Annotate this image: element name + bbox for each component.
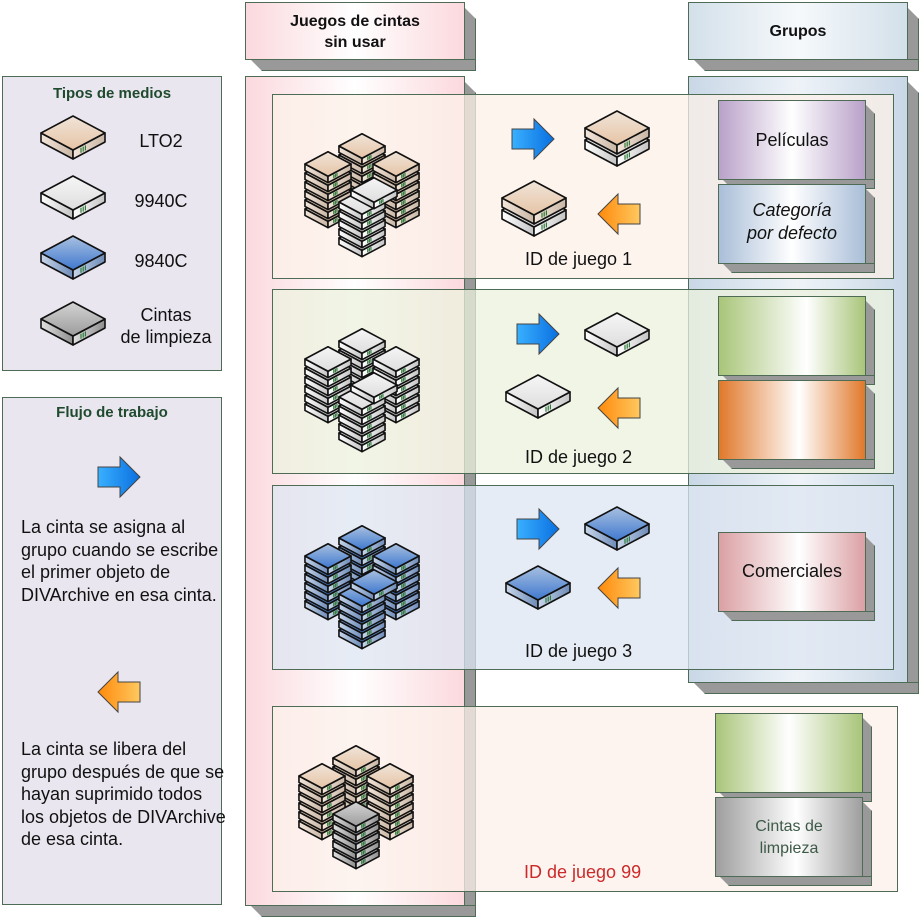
tape-lto2-shape	[366, 762, 414, 796]
arrow-left-orange-icon	[97, 670, 141, 714]
group-green[interactable]	[718, 296, 875, 385]
group-green-99[interactable]	[715, 713, 872, 802]
tape-9940c-shape	[40, 175, 106, 220]
assigned-tape-pair-icon	[584, 110, 650, 167]
arrow-left-shape	[97, 670, 141, 714]
tape-9940c-shape	[505, 374, 571, 419]
group-categoria-por-defecto[interactable]: Categoría por defecto	[718, 184, 875, 273]
release-arrow-icon	[597, 566, 641, 610]
assign-arrow-icon	[516, 507, 560, 551]
assign-arrow-icon	[511, 117, 555, 161]
tape-9840c-icon	[40, 235, 106, 280]
assigned-tape-icon	[584, 312, 650, 357]
arrow-right-shape	[516, 312, 560, 356]
group-peliculas[interactable]: Películas	[718, 100, 875, 189]
tape-lto2-shape	[332, 744, 380, 778]
tape-9940c-shape	[350, 176, 398, 210]
tape-lto2-shape	[501, 180, 567, 225]
workflow-title: Flujo de trabajo	[56, 404, 168, 421]
unused-sets-header: Juegos de cintas sin usar	[245, 2, 476, 71]
tape-lto2-shape	[298, 762, 346, 796]
tape-9840c-shape	[40, 235, 106, 280]
tape-cleaning-shape	[332, 800, 380, 834]
set-label-1: ID de juego 1	[525, 249, 633, 269]
tape-9940c-icon	[40, 175, 106, 220]
tape-9840c-shape	[350, 568, 398, 602]
set-label-2: ID de juego 2	[525, 447, 633, 467]
tape-lto2-shape	[40, 115, 106, 160]
tape-9940c-shape	[338, 327, 386, 361]
assigned-tape-icon	[584, 506, 650, 551]
assign-description: La cinta se asigna al grupo cuando se es…	[21, 517, 219, 605]
arrow-left-shape	[597, 386, 641, 430]
assign-arrow-icon	[516, 312, 560, 356]
workflow-legend: Flujo de trabajo La cinta se asigna al g…	[2, 397, 226, 905]
tape-stack-lto2-icon	[304, 132, 420, 258]
tape-9840c-shape	[372, 542, 420, 576]
tape-9840c-shape	[304, 542, 352, 576]
tape-cleaning-shape	[40, 301, 106, 346]
tape-stack-9940c-icon	[304, 327, 420, 453]
tape-lto2-shape	[338, 132, 386, 166]
release-arrow-icon	[597, 386, 641, 430]
tape-lto2-shape	[372, 150, 420, 184]
group-orange[interactable]	[718, 380, 875, 469]
media-types-legend: Tipos de medios LTO2 9940C 9840C Cintas …	[2, 76, 222, 371]
released-tape-icon	[505, 565, 571, 610]
tape-9840c-shape	[584, 506, 650, 551]
arrow-right-blue-icon	[97, 455, 141, 499]
set-label-99: ID de juego 99	[524, 862, 642, 882]
arrow-left-shape	[597, 192, 641, 236]
legend-label-lto2: LTO2	[139, 131, 183, 151]
released-tape-icon	[505, 374, 571, 419]
legend-label-9940c: 9940C	[134, 191, 188, 211]
legend-label-cleaning: Cintas de limpieza	[120, 305, 212, 347]
tape-stack-9840c-icon	[304, 524, 420, 650]
tape-9940c-shape	[350, 371, 398, 405]
tape-lto2-icon	[40, 115, 106, 160]
legend-label-9840c: 9840C	[134, 251, 188, 271]
unused-sets-title: Juegos de cintas sin usar	[290, 13, 420, 51]
released-tape-pair-icon	[501, 180, 567, 237]
arrow-right-shape	[511, 117, 555, 161]
arrow-right-shape	[516, 507, 560, 551]
group-comerciales[interactable]: Comerciales	[718, 532, 875, 621]
release-arrow-icon	[597, 192, 641, 236]
tape-9940c-shape	[584, 312, 650, 357]
arrow-right-shape	[97, 455, 141, 499]
set-label-3: ID de juego 3	[525, 641, 633, 661]
tape-9840c-shape	[338, 524, 386, 558]
arrow-left-shape	[597, 566, 641, 610]
group-cintas-de-limpieza[interactable]: Cintas de limpieza	[715, 797, 872, 886]
tape-stack-lto2-cleaning-icon	[298, 744, 414, 870]
tape-9940c-shape	[304, 345, 352, 379]
groups-header: Grupos	[688, 2, 919, 71]
tape-9940c-shape	[372, 345, 420, 379]
tape-cleaning-icon	[40, 301, 106, 346]
tape-lto2-shape	[584, 110, 650, 155]
tape-lto2-shape	[304, 150, 352, 184]
release-description: La cinta se libera del grupo después de …	[21, 739, 226, 849]
media-types-title: Tipos de medios	[52, 85, 172, 102]
tape-9840c-shape	[505, 565, 571, 610]
groups-title: Grupos	[769, 23, 827, 40]
